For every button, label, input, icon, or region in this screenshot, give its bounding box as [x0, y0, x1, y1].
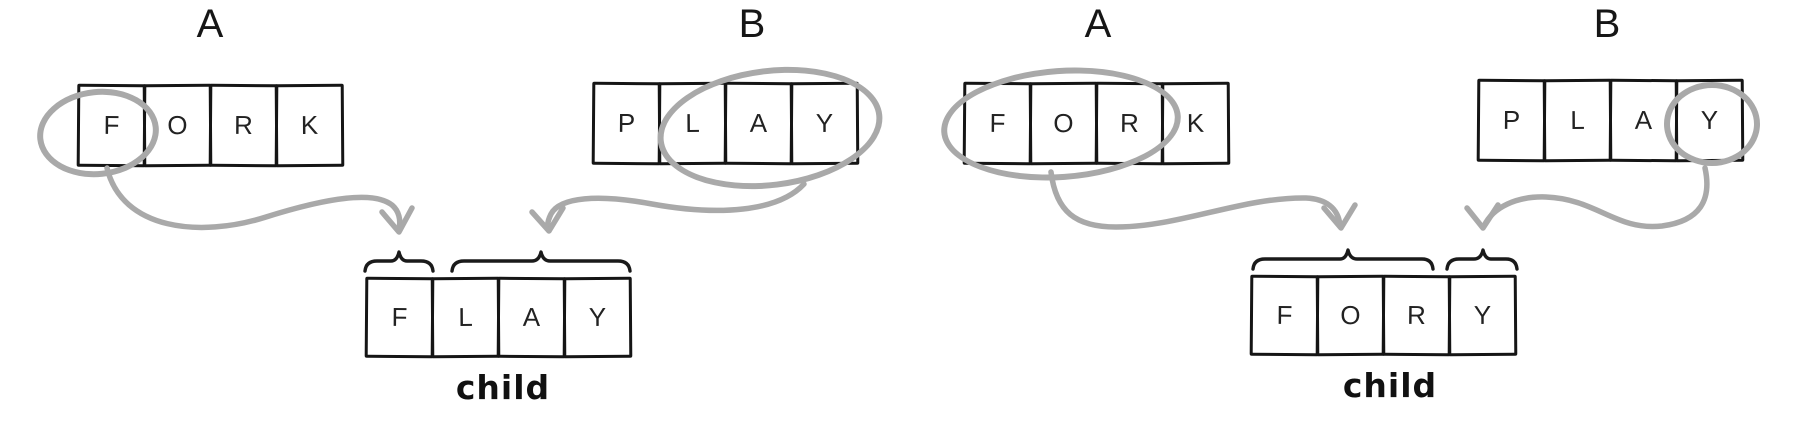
gene-letter: L [1570, 104, 1585, 136]
arrowhead [1464, 202, 1501, 231]
arrowhead [379, 205, 415, 235]
parent-a-label: A [1084, 2, 1112, 46]
segment-brace-a [1251, 248, 1435, 271]
gene-letter: F [1276, 299, 1293, 331]
gene-letter: K [300, 109, 319, 141]
gene-cell: R [1381, 274, 1452, 357]
gene-cell: O [1315, 274, 1386, 357]
parent-a-label: A [196, 2, 224, 46]
gene-letter: P [617, 107, 636, 139]
gene-cell: L [1542, 78, 1613, 163]
gene-cell: F [364, 276, 435, 359]
arrowhead [1321, 202, 1358, 231]
selection-circle-b [650, 54, 890, 202]
gene-cell: Y [562, 276, 633, 359]
arrow-from-b [1481, 165, 1710, 230]
gene-letter: O [167, 109, 188, 141]
gene-letter: F [391, 301, 408, 333]
gene-letter: K [1186, 107, 1205, 139]
gene-letter: Y [1473, 299, 1492, 331]
child-caption: child [1342, 366, 1438, 405]
arrow-from-a [1048, 169, 1343, 230]
segment-brace-b [1445, 248, 1519, 271]
gene-letter: L [458, 301, 473, 333]
gene-cell: F [1249, 274, 1320, 357]
child-caption: child [455, 368, 551, 407]
selection-circle-b [1664, 82, 1760, 166]
gene-letter: R [233, 109, 254, 141]
gene-letter: A [522, 301, 541, 333]
gene-letter: Y [588, 301, 607, 333]
gene-cell: P [591, 81, 662, 166]
gene-letter: P [1502, 104, 1521, 136]
gene-letter: O [1340, 299, 1361, 331]
selection-circle-a [937, 59, 1185, 189]
segment-brace-b [450, 250, 632, 273]
parent-b-label: B [738, 2, 766, 46]
gene-cell: L [430, 276, 501, 359]
gene-cell: K [274, 83, 345, 168]
arrowhead [529, 205, 566, 234]
gene-letter: A [1634, 104, 1653, 136]
segment-brace-a [363, 250, 435, 273]
arrow-from-b [544, 181, 807, 232]
gene-cell: P [1476, 78, 1547, 163]
child-genome: F O R Y [1249, 274, 1518, 357]
gene-cell: Y [1447, 274, 1518, 357]
child-genome: F L A Y [364, 276, 633, 359]
arrow-from-a [104, 165, 403, 232]
gene-letter: R [1406, 299, 1427, 331]
parent-b-label: B [1593, 2, 1621, 46]
gene-cell: A [496, 276, 567, 359]
gene-cell: R [208, 83, 279, 168]
